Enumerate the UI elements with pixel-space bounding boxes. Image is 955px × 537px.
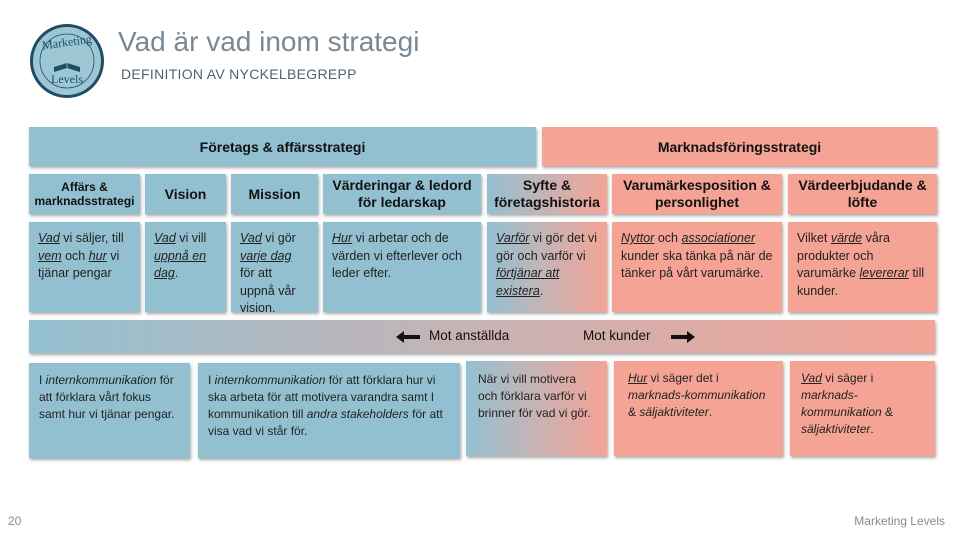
keyword: uppnå en dag [154, 248, 207, 281]
definition-text: till kunder. [797, 266, 925, 298]
definition-text: vi gör det vi gör och varför vi [496, 231, 597, 263]
definition-text: och [61, 248, 89, 263]
usage-text: . [870, 422, 874, 436]
keyword: associationer [681, 231, 756, 245]
keyword: vem [38, 248, 62, 263]
usage-text: I [39, 373, 46, 387]
column-header: Syfte & företagshistoria [487, 174, 607, 214]
keyword: Vad [154, 231, 176, 245]
keyword: Hur [628, 371, 648, 385]
definition-text: vi tjänar pengar [38, 248, 120, 281]
usage-box: När vi vill motivera och förklara varför… [466, 361, 607, 456]
definition-text: och [654, 231, 682, 245]
column-header-label: Syfte & företagshistoria [494, 177, 600, 210]
usage-text: & [881, 405, 894, 419]
keyword: Hur [332, 231, 353, 245]
page-title: Vad är vad inom strategi [118, 26, 420, 57]
banner-business-strategy-label: Företags & affärsstrategi [199, 138, 366, 155]
definition-box: Vad vi gör varje dag för att uppnå vår v… [231, 222, 318, 315]
definition-text: . [539, 283, 544, 298]
column-header-label: Vision [164, 186, 207, 202]
usage-text: för att visa vad vi står för. [208, 407, 443, 438]
usage-text: . [708, 405, 713, 419]
column-header: Värdeerbjudande & löfte [788, 174, 937, 214]
banner-marketing-strategy-label: Marknadsföringsstrategi [657, 138, 822, 155]
banner-marketing-strategy: Marknadsföringsstrategi [542, 127, 937, 166]
definition-text: våra produkter och varumärke [797, 231, 890, 280]
toward-employees-label: Mot anställda [429, 328, 510, 343]
page-number: 20 [8, 514, 22, 528]
usage-emphasis: internkommunikation [214, 373, 326, 387]
usage-text: för att förklara vårt fokus samt hur vi … [39, 373, 175, 421]
definition-box: Vilket värde våra produkter och varumärk… [788, 222, 937, 312]
usage-text: vi säger det i [647, 371, 719, 385]
definition-text: Vilket [797, 231, 831, 245]
definition-text: vi vill [175, 231, 207, 245]
definition-box: Vad vi vill uppnå en dag. [145, 222, 226, 312]
definition-box: Varför vi gör det vi gör och varför vi f… [487, 222, 607, 312]
definition-text: kunder ska tänka på när de tänker på vår… [621, 248, 773, 281]
definition-text: vi arbetar och de värden vi efterlever o… [332, 231, 462, 280]
keyword: Vad [38, 231, 60, 245]
usage-text: & [628, 405, 640, 419]
definition-box: Hur vi arbetar och de värden vi efterlev… [323, 222, 481, 312]
keyword: hur [88, 248, 107, 263]
keyword: Varför [496, 231, 530, 245]
keyword: varje dag [240, 248, 292, 263]
logo: Marketing Levels [29, 23, 105, 99]
column-header: Vision [145, 174, 226, 214]
column-header-label: Varumärkesposition & personlighet [623, 177, 771, 210]
toward-customers-label: Mot kunder [583, 328, 651, 343]
usage-text: för att förklara hur vi ska arbeta för a… [208, 373, 436, 421]
column-header: Varumärkesposition & personlighet [612, 174, 782, 214]
banner-business-strategy: Företags & affärsstrategi [29, 127, 536, 166]
definition-text: . [174, 266, 179, 280]
usage-box: I internkommunikation för att förklara v… [29, 363, 190, 458]
column-header: Mission [231, 174, 318, 214]
keyword: Vad [801, 371, 822, 385]
definition-text: vi säljer, till [59, 231, 124, 245]
usage-emphasis: marknads-kommunikation [801, 388, 882, 419]
logo-badge [30, 24, 104, 98]
keyword: värde [830, 231, 863, 245]
definition-box: Nyttor och associationer kunder ska tänk… [612, 222, 782, 312]
usage-box: I internkommunikation för att förklara h… [198, 363, 460, 458]
column-header-label: Värderingar & ledord för ledarskap [332, 177, 472, 210]
footer-brand: Marketing Levels [854, 514, 945, 528]
page-subtitle: DEFINITION AV NYCKELBEGREPP [121, 66, 357, 82]
usage-emphasis: marknads-kommunikation [628, 388, 766, 402]
direction-bar: Mot anställda Mot kunder [29, 320, 935, 353]
arrow-right-icon [671, 331, 695, 343]
usage-text: vi säger i [821, 371, 874, 385]
usage-emphasis: säljaktiviteter [801, 422, 871, 436]
definition-box: Vad vi säljer, till vem och hur vi tjäna… [29, 222, 140, 312]
column-header-label: Mission [248, 186, 301, 202]
usage-box: Vad vi säger i marknads-kommunikation & … [790, 361, 935, 456]
usage-text: I [208, 373, 215, 387]
logo-text-bottom: Levels [51, 72, 83, 86]
keyword: förtjänar att existera [496, 266, 560, 298]
definition-text: för att uppnå vår vision. [240, 266, 296, 315]
arrow-left-icon [396, 331, 420, 343]
keyword: levererar [859, 266, 909, 280]
column-header-label: Värdeerbjudande & löfte [798, 177, 927, 210]
usage-box: Hur vi säger det i marknads-kommunikatio… [614, 361, 783, 456]
usage-text: När vi vill motivera och förklara varför… [478, 372, 591, 420]
usage-emphasis: andra stakeholders [306, 407, 409, 421]
column-header: Affärs & marknadsstrategi [29, 174, 140, 214]
definition-text: vi gör [261, 231, 296, 245]
usage-emphasis: säljaktiviteter [639, 405, 709, 419]
column-header: Värderingar & ledord för ledarskap [323, 174, 481, 214]
usage-emphasis: internkommunikation [45, 373, 157, 387]
keyword: Nyttor [621, 231, 655, 245]
keyword: Vad [240, 231, 262, 245]
column-header-label: Affärs & marknadsstrategi [34, 180, 135, 208]
